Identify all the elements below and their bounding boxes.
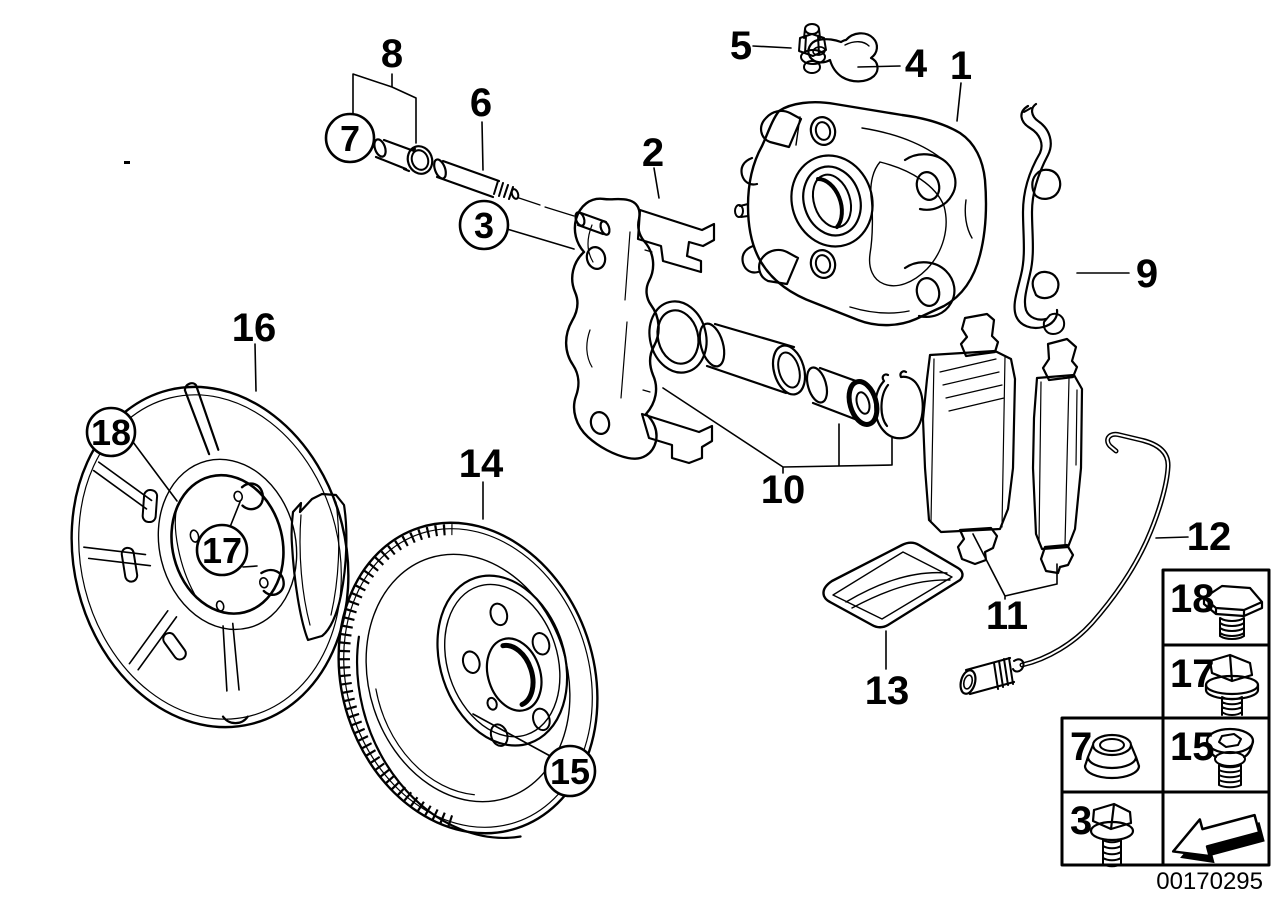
callout-13: 13 [865,669,910,713]
legend-label-15: 15 [1170,725,1215,769]
guide-bushing-drawing [373,138,434,175]
guide-screw-stub-drawing [574,211,611,236]
leader-line-16 [254,343,257,392]
callout-8: 8 [381,32,403,76]
leader-line-10 [662,387,893,474]
shield-hub-ring [157,458,298,631]
legend-label-7: 7 [1070,725,1092,769]
callout-15: 15 [543,744,597,798]
lug-hole [461,650,481,674]
dust-shield-drawing [70,382,350,729]
lug-hole [532,707,551,732]
leader-line-4 [857,65,901,68]
callout-6: 6 [470,81,492,125]
leader-line-12 [1155,536,1189,539]
disc-vent-ticks [338,524,454,827]
callout-17: 17 [195,523,249,577]
callout-16: 16 [232,306,277,350]
legend-label-3: 3 [1070,799,1092,843]
svg-text:3: 3 [474,205,494,246]
shield-slot [120,546,139,583]
set-screw-hole [486,696,498,711]
shield-slot [162,631,187,661]
leader-line-17 [229,501,258,568]
svg-text:15: 15 [550,751,590,792]
callout-2: 2 [642,131,664,175]
svg-text:7: 7 [340,118,360,159]
leader-line-18 [132,441,178,502]
callout-1: 1 [950,44,972,88]
svg-text:17: 17 [202,530,242,571]
leader-line-11 [972,533,1058,600]
callout-14: 14 [459,442,504,486]
shield-slot [141,489,159,524]
hex-washer-bolt-icon [1204,653,1260,716]
legend-table: 18 17 7 15 3 [1060,568,1271,868]
callout-9: 9 [1136,252,1158,296]
brake-pads-drawing [921,312,1084,575]
leader-line-5 [752,45,792,49]
bleeder-valve-drawing [798,23,827,74]
callout-5: 5 [730,24,752,68]
lug-hole [489,602,509,627]
callout-12: 12 [1187,515,1232,559]
leader-lines [132,45,1189,758]
document-number: 00170295 [1156,868,1263,895]
callout-3: 3 [458,199,510,251]
leader-line-15 [472,713,553,758]
leader-line-6 [481,121,484,171]
sealing-cap-icon [1083,733,1141,780]
hex-flange-bolt-icon [1089,802,1135,868]
hex-head-bolt-icon [1202,584,1264,640]
anti-rattle-spring-drawing [1013,102,1066,335]
countersunk-socket-screw-icon [1205,727,1255,789]
leader-line-2 [653,167,660,199]
callout-11: 11 [986,594,1028,638]
callout-18: 18 [85,406,137,458]
guide-pin-drawing [433,158,575,217]
callouts: 1 2 3 4 5 6 7 8 9 10 11 12 13 14 15 16 1… [85,24,1232,798]
leader-line-1 [956,82,962,122]
leader-line-3 [506,228,575,250]
callout-4: 4 [905,42,928,86]
retaining-clip-drawing [807,32,879,83]
wear-sensor-drawing [959,431,1171,696]
legend-label-18: 18 [1170,577,1215,621]
caliper-carrier-drawing [564,197,716,465]
svg-text:18: 18 [91,412,131,453]
brake-disc-drawing [337,521,599,839]
disc-center-bore [485,637,543,712]
paste-packet-drawing [822,541,964,629]
leader-line-8 [352,73,417,144]
callout-10: 10 [761,468,806,512]
shield-edge-fragment-drawing [290,492,348,642]
piston-repair-kit-drawing [648,300,924,440]
print-speck [124,161,130,164]
brake-caliper-drawing [734,101,988,327]
callout-7: 7 [324,112,376,164]
direction-arrow-icon [1171,813,1265,864]
lug-hole [531,632,551,656]
